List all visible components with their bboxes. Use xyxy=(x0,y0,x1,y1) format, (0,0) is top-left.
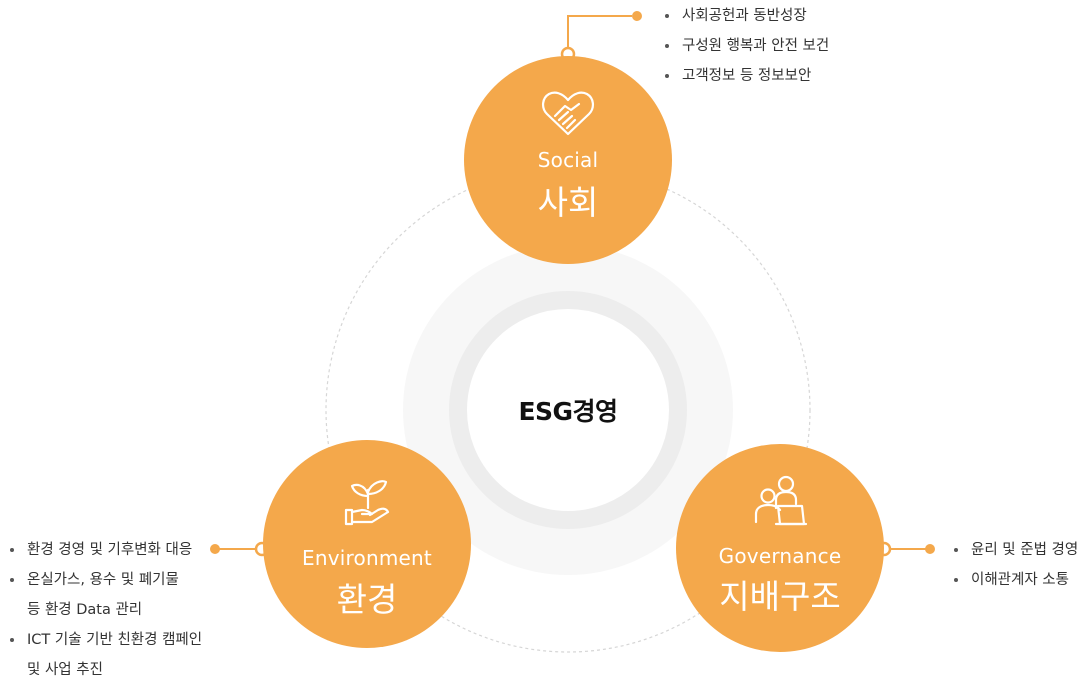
social-connector xyxy=(567,15,632,52)
list-item-line: 환경 경영 및 기후변화 대응 xyxy=(27,542,193,558)
list-item: 이해관계자 소통 xyxy=(953,565,1078,595)
plant-hand-icon xyxy=(263,478,471,528)
environment-connector-dot-end xyxy=(210,544,220,554)
list-item: 사회공헌과 동반성장 xyxy=(664,1,829,31)
list-item: 온실가스, 용수 및 폐기물 등 환경 Data 관리 xyxy=(9,565,202,625)
list-item-line: 및 사업 추진 xyxy=(27,662,103,678)
environment-items-list: 환경 경영 및 기후변화 대응 온실가스, 용수 및 폐기물 등 환경 Data… xyxy=(9,535,202,685)
governance-items-list: 윤리 및 준법 경영 이해관계자 소통 xyxy=(953,535,1078,595)
environment-title-en: Environment xyxy=(302,546,432,570)
list-item-line: ICT 기술 기반 친환경 캠페인 xyxy=(27,632,203,648)
handshake-heart-icon xyxy=(464,90,672,136)
social-circle: Social 사회 xyxy=(464,56,672,264)
social-items-list: 사회공헌과 동반성장 구성원 행복과 안전 보건 고객정보 등 정보보안 xyxy=(664,1,829,91)
governance-title-en: Governance xyxy=(718,544,842,568)
orbit-dashed-ring xyxy=(325,167,811,653)
list-item: 환경 경영 및 기후변화 대응 xyxy=(9,535,202,565)
social-connector-dot-end xyxy=(632,11,642,21)
governance-connector-dot-end xyxy=(925,544,935,554)
people-meeting-icon xyxy=(676,474,884,530)
center-label: ESG경영 xyxy=(518,397,618,426)
list-item: 구성원 행복과 안전 보건 xyxy=(664,31,829,61)
list-item-line: 온실가스, 용수 및 폐기물 xyxy=(27,572,179,588)
environment-title-ko: 환경 xyxy=(336,580,398,619)
governance-circle: Governance 지배구조 xyxy=(676,444,884,652)
environment-circle: Environment 환경 xyxy=(263,440,471,648)
governance-title-ko: 지배구조 xyxy=(719,577,841,616)
list-item: 고객정보 등 정보보안 xyxy=(664,61,829,91)
social-title-ko: 사회 xyxy=(537,183,599,222)
center-ring xyxy=(449,291,687,529)
social-title-en: Social xyxy=(537,148,599,172)
list-item: ICT 기술 기반 친환경 캠페인 및 사업 추진 xyxy=(9,625,202,685)
list-item-line: 등 환경 Data 관리 xyxy=(27,602,143,618)
list-item: 윤리 및 준법 경영 xyxy=(953,535,1078,565)
